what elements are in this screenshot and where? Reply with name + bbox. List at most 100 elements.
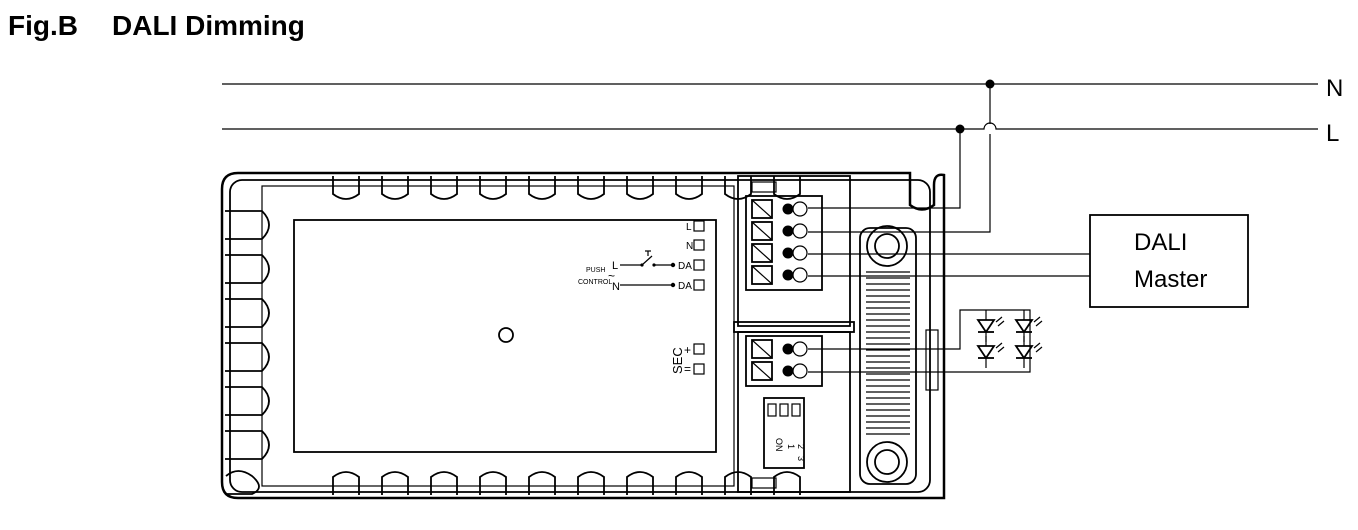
dip-pos-2: 2 [796, 444, 806, 449]
fin-top [577, 176, 605, 200]
fin-bottom [479, 471, 507, 495]
output-terminal-block [745, 335, 823, 387]
fin-bottom [577, 471, 605, 495]
led-output-wire [808, 309, 1031, 373]
terminal-box-sec-plus [693, 343, 705, 355]
push-label: PUSH [586, 267, 605, 274]
terminal-screw [751, 339, 773, 359]
live-feed-wire [808, 129, 961, 209]
fin-left [225, 298, 270, 328]
terminal-compartment: ON 1 2 3 [733, 175, 855, 493]
mains-wires: N L [222, 75, 1343, 147]
terminal-wire-entry [782, 203, 794, 215]
dip-switch-lever-1 [767, 403, 777, 417]
sec-label: SEC [670, 347, 685, 374]
fin-bottom [528, 471, 556, 495]
cooling-fins-left [225, 210, 270, 460]
clamp-screw-bottom [866, 441, 908, 483]
mounting-hole [498, 327, 514, 343]
terminal-box-da1 [693, 259, 705, 271]
fin-top [430, 176, 458, 200]
fin-bottom [626, 471, 654, 495]
divider-bar [733, 321, 855, 333]
fin-left [225, 210, 270, 240]
terminal-box-da2 [693, 279, 705, 291]
fin-top [479, 176, 507, 200]
clamp-screw-top [866, 225, 908, 267]
led-array [976, 310, 1043, 368]
dip-pos-3: 3 [796, 456, 806, 461]
housing-outline [220, 171, 946, 500]
terminal-box-l [693, 220, 705, 232]
sec-plus-label: + [684, 343, 691, 357]
fin-top [773, 176, 801, 200]
input-terminal-block [745, 195, 823, 291]
fin-top [626, 176, 654, 200]
fin-bottom [773, 471, 801, 495]
tilde-symbol: ~ [608, 269, 615, 283]
dip-switch-lever-2 [779, 403, 789, 417]
terminal-box-n [693, 239, 705, 251]
terminal-label-da2: DA [678, 281, 692, 292]
dip-on-label: ON [774, 438, 784, 452]
fin-left [225, 430, 270, 460]
led-icon [1014, 310, 1043, 342]
terminal-wire-entry [782, 343, 794, 355]
control-label: CONTROL [578, 279, 612, 286]
terminal-screw [751, 199, 773, 219]
top-latch [751, 181, 777, 193]
fin-top [381, 176, 409, 200]
figure-label: Fig.B [8, 10, 78, 41]
fin-top [528, 176, 556, 200]
fin-bottom [332, 471, 360, 495]
cable-clamp [859, 225, 939, 485]
dali-master-line1: DALI [1134, 229, 1187, 256]
terminal-label-l: L [686, 222, 692, 233]
live-wire [222, 122, 1318, 130]
push-live-label: L [612, 260, 618, 272]
dali-master: DALI Master [1089, 214, 1249, 308]
terminal-wire-entry [782, 247, 794, 259]
terminal-wire-entry [782, 269, 794, 281]
dali-master-box [1089, 214, 1249, 308]
fin-left [225, 342, 270, 372]
terminal-compartment-top [737, 175, 851, 327]
figure-heading: DALI Dimming [112, 10, 305, 41]
push-neutral-label: N [612, 281, 620, 293]
label-area [293, 219, 717, 453]
cable-clamp-body [859, 227, 917, 485]
led-icon [976, 336, 1005, 368]
terminal-screw [751, 221, 773, 241]
bottom-latch [751, 477, 777, 489]
live-label: L [1326, 120, 1339, 147]
fin-bottom [381, 471, 409, 495]
dip-switch-lever-3 [791, 403, 801, 417]
figure-title: Fig.B DALI Dimming [8, 10, 305, 42]
bottom-left-slot [225, 470, 260, 495]
side-tab [925, 329, 939, 391]
fin-bottom [430, 471, 458, 495]
driver-terminal-labels: L N DA DA PUSH CONTROL ~ L N SEC + = [578, 220, 705, 376]
fin-left [225, 254, 270, 284]
terminal-screw [751, 361, 773, 381]
terminal-label-n: N [686, 241, 693, 252]
terminal-wire-entry [782, 365, 794, 377]
terminal-wire-entry [782, 225, 794, 237]
cooling-fins-bottom [332, 471, 801, 495]
neutral-feed-wire [808, 84, 991, 233]
fin-top [675, 176, 703, 200]
led-icon [1014, 336, 1043, 368]
housing-inner-outline [229, 179, 931, 493]
fin-bottom [675, 471, 703, 495]
terminal-box-sec-minus [693, 363, 705, 375]
terminal-screw [751, 243, 773, 263]
sec-minus-label: = [684, 362, 691, 376]
clamp-ribs [866, 271, 910, 435]
housing-panel [261, 185, 735, 487]
driver-housing [220, 171, 946, 500]
fin-left [225, 386, 270, 416]
fin-top [332, 176, 360, 200]
dip-pos-1: 1 [786, 444, 796, 449]
field-wiring [808, 84, 1090, 373]
